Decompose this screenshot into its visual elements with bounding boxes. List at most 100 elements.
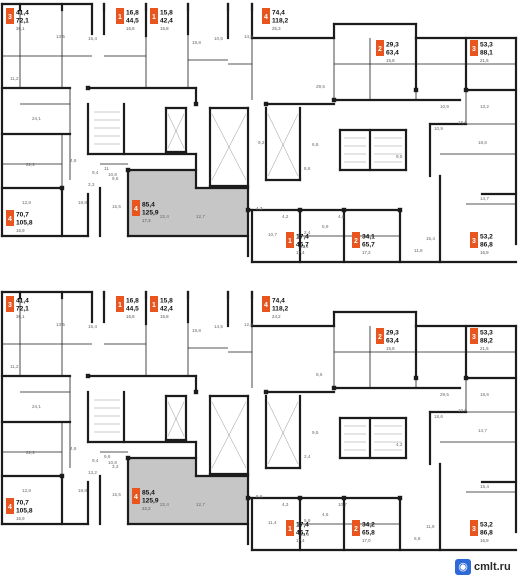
apartment-area-total: 65,7 (362, 242, 375, 249)
room-area-label: 24,1 (32, 116, 41, 121)
apartment-area-primary: 53,3 (480, 330, 493, 337)
room-area-label: 14,5 (214, 324, 223, 329)
structural-column (85, 373, 91, 379)
apartment-area-primary: 70,7 (16, 500, 29, 507)
apartment-label: 234,165,717,2 (352, 232, 375, 255)
room-area-label: 18,8 (78, 200, 87, 205)
room-area-label: 18,6 (458, 120, 467, 125)
room-count: 4 (8, 216, 12, 223)
structural-column (331, 385, 337, 391)
room-area-label: 13,5 (56, 322, 65, 327)
apartment-living-area: 25,3 (272, 26, 281, 31)
apartment-living-area: 22,2 (142, 506, 151, 511)
room-area-label: 6,8 (312, 142, 319, 147)
structural-column (397, 495, 403, 501)
apartment-label: 1 15,842,415,8 (150, 8, 173, 31)
room-count-badge (470, 232, 478, 248)
apartment-area-total: 86,8 (480, 530, 493, 537)
apartment-area-total: 86,8 (480, 242, 493, 249)
watermark-text: cmlt.ru (474, 561, 511, 573)
room-area-label: 11,2 (10, 76, 19, 81)
room-count: 2 (378, 46, 382, 53)
structural-column (263, 389, 269, 395)
apartment-label: 116,844,516,8 (116, 296, 139, 319)
room-area-label: 18,6 (478, 140, 487, 145)
structural-column (245, 495, 251, 501)
apartment-label: 234,265,817,0 (352, 520, 375, 543)
room-area-label: 11,4 (300, 244, 309, 249)
room-count-badge (352, 520, 360, 536)
room-area-label: 12,7 (196, 214, 205, 219)
room-count: 1 (152, 14, 156, 21)
room-area-label: 4,8 (70, 158, 77, 163)
room-area-label: 15,5 (112, 492, 121, 497)
structural-column (413, 87, 419, 93)
apartment-living-area: 36,1 (16, 26, 25, 31)
room-count: 4 (134, 206, 138, 213)
apartment-area-total: 88,1 (480, 50, 493, 57)
room-count-badge (6, 8, 14, 24)
apartment-living-area: 17,4 (296, 538, 305, 543)
structural-column (463, 87, 469, 93)
room-area-label: 4,2 (282, 214, 289, 219)
room-area-label: 18,6 (480, 392, 489, 397)
apartment-living-area: 36,1 (16, 314, 25, 319)
apartment-area-total: 42,4 (160, 18, 173, 25)
room-count-badge (116, 296, 124, 312)
room-area-label: 15,4 (88, 324, 97, 329)
apartment-area-primary: 29,3 (386, 330, 399, 337)
apartment-area-total: 118,2 (272, 18, 288, 25)
room-area-label: 22,2 (26, 162, 35, 167)
room-area-label: 8,6 (256, 494, 263, 499)
room-area-label: 19,8 (192, 40, 201, 45)
room-count: 1 (118, 302, 122, 309)
room-area-label: 8,6 (316, 372, 323, 377)
room-area-label: 22,2 (26, 450, 35, 455)
apartment-label: 116,844,516,8 (116, 8, 139, 31)
apartment-area-primary: 34,1 (362, 234, 375, 241)
structural-column (263, 101, 269, 107)
room-area-label: 11,4 (268, 520, 277, 525)
apartment-label: 341,472,136,1 (6, 296, 29, 319)
apartment-area-total: 105,8 (16, 508, 33, 515)
room-area-label: 9,5 (312, 430, 319, 435)
apartment-area-primary: 15,8 (160, 10, 173, 17)
room-area-label: 5,9 (304, 518, 311, 523)
room-count-badge (286, 232, 294, 248)
room-count-badge (470, 40, 478, 56)
apartment-area-total: 44,5 (126, 306, 139, 313)
structural-column (297, 207, 303, 213)
stair-tread (267, 401, 299, 465)
apartment-area-primary: 17,4 (296, 522, 309, 529)
room-area-label: 6,8 (414, 536, 421, 541)
room-area-label: 15,4 (426, 236, 435, 241)
apartment-area-total: 72,1 (16, 306, 29, 313)
highlighted-apartment (128, 170, 248, 236)
apartment-living-area: 16,8 (126, 314, 135, 319)
apartment-living-area: 21,5 (480, 346, 489, 351)
structural-column (193, 389, 199, 395)
apartment-label: 353,388,121,5 (470, 40, 493, 63)
apartment-living-area: 15,8 (386, 58, 395, 63)
structural-column (59, 185, 65, 191)
apartment-living-area: 15,8 (386, 346, 395, 351)
apartment-area-total: 63,4 (386, 338, 399, 345)
structural-column (397, 207, 403, 213)
structural-column (245, 207, 251, 213)
room-area-label: 12,7 (196, 502, 205, 507)
apartment-area-primary: 41,4 (16, 298, 29, 305)
room-count-badge (470, 520, 478, 536)
apartment-label: 353,388,221,5 (470, 328, 493, 351)
apartment-living-area: 24,2 (272, 314, 281, 319)
room-area-label: 10,8 (108, 172, 117, 177)
room-count: 4 (264, 14, 268, 21)
apartment-living-area: 15,8 (160, 26, 169, 31)
room-count: 4 (8, 504, 12, 511)
apartment-area-primary: 16,8 (126, 10, 139, 17)
